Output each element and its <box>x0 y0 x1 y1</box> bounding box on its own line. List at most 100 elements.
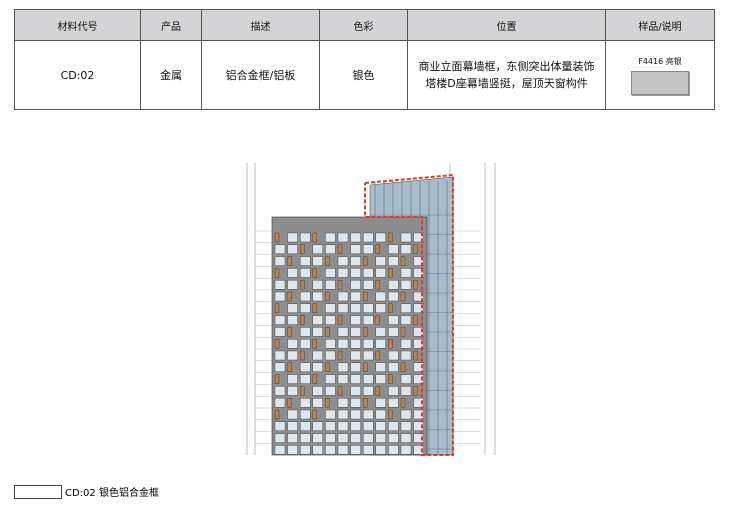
wood-panel <box>274 409 280 420</box>
window <box>375 445 387 455</box>
window <box>388 386 399 396</box>
window <box>299 445 311 455</box>
window <box>287 279 298 290</box>
legend: CD:02 银色铝合金框 <box>14 484 159 499</box>
window <box>413 256 424 266</box>
window <box>350 327 361 337</box>
window <box>325 445 336 455</box>
window <box>413 362 424 373</box>
window <box>274 421 286 431</box>
window <box>413 268 424 278</box>
window <box>362 244 374 255</box>
window <box>287 421 298 431</box>
wood-panel <box>400 291 406 302</box>
legend-swatch <box>14 484 62 499</box>
window <box>325 303 336 314</box>
window <box>350 279 361 290</box>
window <box>312 279 324 290</box>
window <box>299 421 311 431</box>
window <box>375 409 387 420</box>
window <box>337 338 349 349</box>
window <box>362 279 374 290</box>
wood-panel <box>362 397 368 408</box>
window <box>287 350 298 361</box>
window <box>388 433 399 443</box>
window <box>274 327 286 337</box>
window <box>299 409 311 420</box>
window <box>325 421 336 431</box>
wood-panel <box>413 279 418 290</box>
window <box>312 397 324 408</box>
wood-panel <box>274 338 280 349</box>
window <box>337 268 349 278</box>
window <box>388 279 399 290</box>
window <box>337 303 349 314</box>
window <box>350 374 361 384</box>
window <box>350 268 361 278</box>
window <box>413 421 424 431</box>
window <box>287 338 298 349</box>
window <box>312 386 324 396</box>
window <box>312 327 324 337</box>
window <box>362 232 374 243</box>
window <box>400 433 412 443</box>
window <box>388 445 399 455</box>
window <box>375 433 387 443</box>
window <box>375 268 387 278</box>
wood-panel <box>325 362 330 373</box>
wood-panel <box>388 409 393 420</box>
window <box>287 445 298 455</box>
window <box>413 291 424 302</box>
window <box>400 374 412 384</box>
wood-panel <box>325 397 330 408</box>
window <box>287 303 298 314</box>
wood-panel <box>362 362 368 373</box>
window <box>312 421 324 431</box>
window <box>413 409 424 420</box>
window <box>299 256 311 266</box>
window <box>299 433 311 443</box>
window <box>362 433 374 443</box>
window <box>375 327 387 337</box>
window <box>350 315 361 325</box>
window <box>325 268 336 278</box>
window <box>375 362 387 373</box>
window <box>400 409 412 420</box>
wood-panel <box>299 386 305 396</box>
elevation-drawing <box>246 163 496 456</box>
wood-panel <box>388 232 393 243</box>
wood-panel <box>400 327 406 337</box>
wood-panel <box>375 279 381 290</box>
header-color: 色彩 <box>319 9 408 41</box>
window <box>325 315 336 325</box>
wood-panel <box>287 327 292 337</box>
wood-panel <box>400 256 406 266</box>
position-line-1: 商业立面幕墙框，东侧突出体量装饰 <box>418 60 595 73</box>
wood-panel <box>375 386 381 396</box>
window <box>312 291 324 302</box>
wood-panel <box>312 268 318 278</box>
window <box>274 291 286 302</box>
window <box>274 256 286 266</box>
sample-swatch <box>631 70 689 95</box>
window <box>400 350 412 361</box>
window <box>388 350 399 361</box>
window <box>325 338 336 349</box>
wood-panel <box>274 374 280 384</box>
window <box>274 397 286 408</box>
wood-panel <box>274 303 280 314</box>
wood-panel <box>274 268 280 278</box>
window <box>388 291 399 302</box>
wood-panel <box>325 291 330 302</box>
wood-panel <box>337 386 343 396</box>
window <box>337 374 349 384</box>
cell-sample: F4416 亮银 <box>605 40 715 110</box>
window <box>413 338 424 349</box>
wood-panel <box>287 397 292 408</box>
window <box>274 350 286 361</box>
wood-panel <box>312 338 318 349</box>
window <box>337 327 349 337</box>
window <box>413 327 424 337</box>
window <box>299 327 311 337</box>
window <box>362 338 374 349</box>
